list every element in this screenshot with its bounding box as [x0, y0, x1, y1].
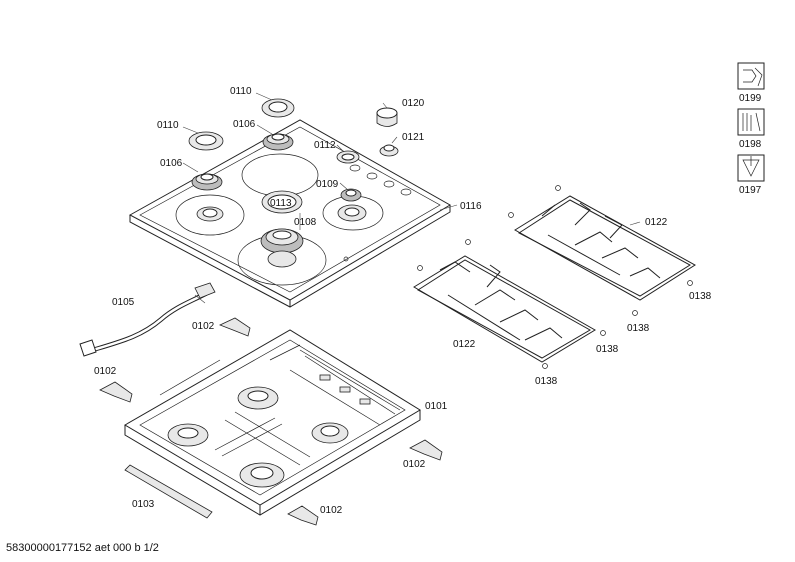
label-0101: 0101	[425, 401, 448, 412]
label-0122-right: 0122	[645, 217, 668, 228]
seal-strip-0103	[124, 464, 213, 519]
burner-ring-0110-top	[261, 98, 295, 118]
hob-top-plate	[128, 119, 451, 308]
pan-support-left	[413, 255, 596, 363]
burner-ring-0113	[261, 190, 303, 214]
mounting-clip-0102-d	[287, 505, 319, 526]
burner-crown-left-well	[196, 206, 224, 222]
rubber-feet	[417, 185, 693, 369]
mounting-clip-0102-a	[218, 317, 251, 337]
side-icon-0198: 0198	[737, 108, 765, 150]
burner-ring-0110-left	[188, 131, 224, 151]
document-id: 58300000177152 aet 000 b 1/2	[6, 542, 159, 554]
icon-label-0199: 0199	[739, 93, 762, 104]
part-labels: 0110 0110 0106 0106 0112 0113 0109 0108 …	[94, 86, 712, 516]
label-0109: 0109	[316, 179, 339, 190]
label-0138-d: 0138	[535, 376, 558, 387]
burner-ring-0112	[336, 150, 360, 164]
power-cable-0105	[79, 282, 216, 357]
label-0102-d: 0102	[320, 505, 343, 516]
leader-lines	[182, 92, 641, 304]
burner-crown-0106-top	[262, 133, 294, 151]
pan-support-right	[514, 195, 696, 301]
knob-ring-0121	[379, 144, 399, 157]
label-0106-left: 0106	[160, 158, 183, 169]
label-0110-top: 0110	[230, 86, 252, 97]
label-0138-b: 0138	[627, 323, 650, 334]
label-0102-b: 0102	[94, 366, 117, 377]
icon-label-0197: 0197	[739, 185, 762, 196]
mounting-clip-0102-c	[409, 439, 443, 461]
label-0138-c: 0138	[596, 344, 619, 355]
label-0102-c: 0102	[403, 459, 426, 470]
label-0120: 0120	[402, 98, 425, 109]
label-0113: 0113	[270, 198, 292, 209]
side-icon-0197: 0197	[737, 154, 765, 196]
control-knob-0120	[376, 107, 398, 127]
label-0105: 0105	[112, 297, 135, 308]
label-0138-a: 0138	[689, 291, 712, 302]
base-tray-0101	[124, 329, 421, 516]
mounting-clip-0102-b	[99, 381, 133, 403]
label-0102-a: 0102	[192, 321, 215, 332]
label-0108: 0108	[294, 217, 317, 228]
icon-label-0198: 0198	[739, 139, 762, 150]
label-0121: 0121	[402, 132, 425, 143]
burner-crown-0109	[337, 188, 367, 222]
burner-crown-wok	[260, 228, 304, 268]
label-0116: 0116	[460, 201, 482, 212]
label-0110-left: 0110	[157, 120, 179, 131]
label-0103: 0103	[132, 499, 155, 510]
label-0106-top: 0106	[233, 119, 256, 130]
side-icon-0199: 0199	[737, 62, 765, 104]
burner-crown-0106-left	[191, 173, 223, 191]
label-0122-left: 0122	[453, 339, 476, 350]
label-0112: 0112	[314, 140, 336, 151]
